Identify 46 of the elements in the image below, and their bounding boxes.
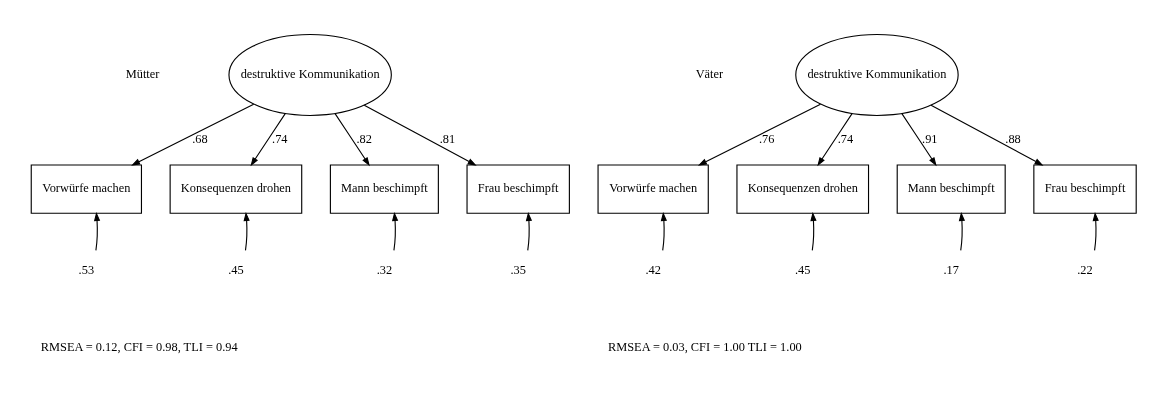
node-box: Vorwürfe machen <box>597 164 709 214</box>
label: RMSEA = 0.03, CFI = 1.00 TLI = 1.00 <box>608 340 802 355</box>
node-box: Vorwürfe machen <box>30 164 142 214</box>
edge-label: .91 <box>922 132 938 147</box>
node-text: .42 <box>645 262 661 277</box>
arrow <box>131 103 255 166</box>
arrow <box>334 113 370 167</box>
arrow <box>930 104 1044 166</box>
arrow <box>958 211 966 251</box>
node-box: Frau beschimpft <box>466 164 570 214</box>
node-text: .45 <box>228 262 244 277</box>
edge-label: .74 <box>837 132 854 147</box>
node-box: Mann beschimpft <box>896 164 1006 214</box>
node-text: .45 <box>795 262 811 277</box>
node-ellipse: destruktive Kommunikation <box>795 33 959 117</box>
node-box: Mann beschimpft <box>329 164 439 214</box>
edge-label: .68 <box>192 132 208 147</box>
arrow <box>525 211 533 251</box>
edge-label: .76 <box>759 132 775 147</box>
arrow <box>810 211 817 251</box>
arrow <box>243 211 250 251</box>
node-text: .32 <box>376 262 393 277</box>
arrow <box>697 103 822 166</box>
edge-label: .82 <box>356 132 372 147</box>
node-text: .17 <box>943 262 959 277</box>
arrow <box>363 104 477 166</box>
node-box: Konsequenzen drohen <box>736 164 870 214</box>
node-box: Konsequenzen drohen <box>169 164 303 214</box>
label: RMSEA = 0.12, CFI = 0.98, TLI = 0.94 <box>40 340 238 355</box>
label: Mütter <box>125 67 160 82</box>
node-box: Frau beschimpft <box>1033 164 1137 214</box>
label: Väter <box>695 67 724 82</box>
edge-label: .88 <box>1005 132 1021 147</box>
arrow <box>1092 211 1099 251</box>
arrow <box>250 113 286 167</box>
arrow <box>391 211 399 251</box>
arrow <box>93 211 101 251</box>
edge-label: .81 <box>439 132 456 147</box>
node-text: .22 <box>1077 262 1093 277</box>
arrow <box>660 211 668 251</box>
node-text: .35 <box>510 262 526 277</box>
arrow <box>817 113 853 167</box>
edge-label: .74 <box>272 132 288 147</box>
arrow <box>901 113 937 167</box>
node-text: .53 <box>78 262 95 277</box>
node-ellipse: destruktive Kommunikation <box>228 33 392 117</box>
